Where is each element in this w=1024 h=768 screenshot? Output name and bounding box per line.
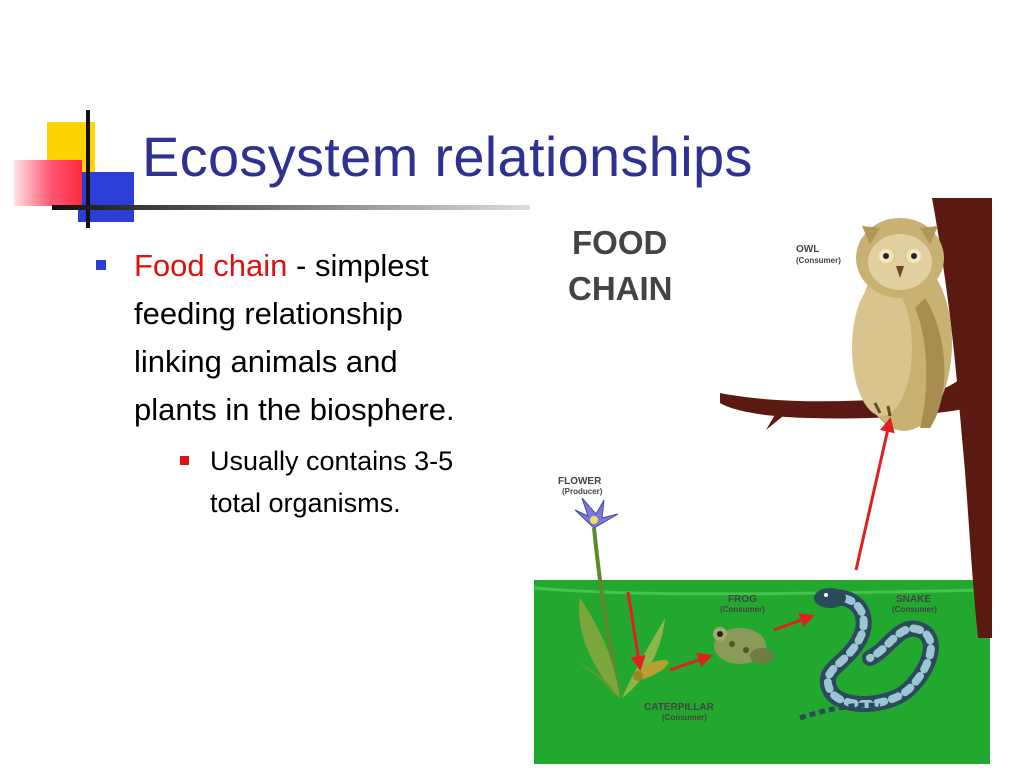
deco-red-square bbox=[14, 160, 82, 206]
slide-title: Ecosystem relationships bbox=[142, 125, 753, 188]
snake-role: (Consumer) bbox=[892, 605, 937, 614]
bullet-food-chain: Food chain - simplest feeding relationsh… bbox=[96, 242, 516, 434]
figure-title-food: FOOD bbox=[572, 224, 667, 261]
arrow-snake-to-owl bbox=[854, 417, 895, 571]
owl-illustration bbox=[852, 218, 952, 431]
snake-illustration bbox=[799, 588, 939, 721]
bullet-square-icon bbox=[96, 260, 106, 270]
title-underline bbox=[52, 205, 530, 210]
caterpillar-label: CATERPILLAR bbox=[644, 702, 715, 713]
arrow-frog-to-snake bbox=[773, 613, 815, 632]
sub-bullet-organisms: Usually contains 3-5 total organisms. bbox=[180, 440, 510, 524]
caterpillar-role: (Consumer) bbox=[662, 713, 707, 722]
arrow-flower-to-caterpillar bbox=[626, 591, 646, 671]
sub-bullet-text: Usually contains 3-5 total organisms. bbox=[210, 446, 454, 518]
frog-label: FROG bbox=[728, 594, 757, 605]
snake-label: SNAKE bbox=[896, 594, 931, 605]
term-definition: simplest feeding relationship linking an… bbox=[134, 248, 455, 427]
sub-bullet-square-icon bbox=[180, 456, 189, 465]
caterpillar-illustration bbox=[631, 659, 669, 681]
flower-role: (Producer) bbox=[562, 487, 603, 496]
flower-label: FLOWER bbox=[558, 476, 602, 487]
arrow-caterpillar-to-frog bbox=[669, 652, 713, 672]
frog-illustration bbox=[713, 627, 774, 664]
figure-title-chain: CHAIN bbox=[568, 270, 673, 307]
frog-role: (Consumer) bbox=[720, 605, 765, 614]
bullet-list: Food chain - simplest feeding relationsh… bbox=[96, 242, 516, 524]
bullet-text: Food chain - simplest feeding relationsh… bbox=[134, 242, 479, 434]
food-chain-figure: OWL (Consumer) FOOD CHAIN FLOWER (Produc… bbox=[530, 198, 992, 766]
deco-vertical-line bbox=[86, 110, 90, 228]
ground-highlight bbox=[533, 586, 991, 596]
tree bbox=[720, 198, 992, 638]
owl-role: (Consumer) bbox=[796, 256, 841, 265]
term-food-chain: Food chain bbox=[134, 248, 288, 283]
food-chain-illustration: OWL (Consumer) FOOD CHAIN FLOWER (Produc… bbox=[533, 198, 992, 764]
owl-label: OWL bbox=[796, 244, 819, 255]
term-separator: - bbox=[287, 248, 307, 283]
